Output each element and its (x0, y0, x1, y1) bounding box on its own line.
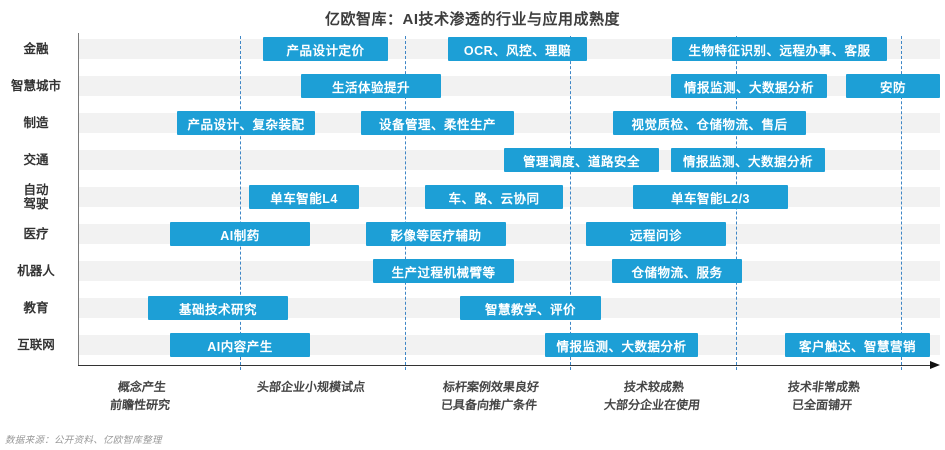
stage-label: 头部企业小规模试点 (256, 380, 366, 394)
maturity-box: 管理调度、道路安全 (504, 148, 659, 172)
maturity-box: 单车智能L2/3 (633, 185, 788, 209)
maturity-box: OCR、风控、理赔 (448, 37, 587, 61)
row-label-制造: 制造 (23, 115, 49, 130)
maturity-box: 情报监测、大数据分析 (671, 148, 825, 172)
maturity-box: 客户触达、智慧营销 (785, 333, 930, 357)
maturity-box: 生产过程机械臂等 (373, 259, 514, 283)
row-label-自动驾驶: 自动驾驶 (23, 182, 49, 211)
maturity-box: 远程问诊 (586, 222, 726, 246)
row-label-互联网: 互联网 (17, 337, 55, 352)
stage-label: 概念产生前瞻性研究 (109, 380, 171, 412)
maturity-box: 产品设计、复杂装配 (177, 111, 315, 135)
x-axis-line (78, 365, 932, 366)
row-label-金融: 金融 (23, 41, 49, 56)
maturity-box: 单车智能L4 (249, 185, 359, 209)
stage-divider-dashed-line (239, 36, 241, 370)
maturity-box: 影像等医疗辅助 (366, 222, 506, 246)
maturity-box: 生物特征识别、远程办事、客服 (672, 37, 887, 61)
y-axis-line (78, 33, 79, 366)
maturity-box: 车、路、云协同 (425, 185, 563, 209)
maturity-box: 智慧教学、评价 (460, 296, 601, 320)
maturity-box: 仓储物流、服务 (612, 259, 742, 283)
maturity-box: 情报监测、大数据分析 (671, 74, 827, 98)
maturity-box: 产品设计定价 (263, 37, 388, 61)
maturity-box: 基础技术研究 (148, 296, 288, 320)
row-label-交通: 交通 (23, 152, 49, 167)
maturity-box: AI内容产生 (170, 333, 310, 357)
stage-label: 标杆案例效果良好已具备向推广条件 (440, 380, 540, 412)
maturity-box: 生活体验提升 (301, 74, 441, 98)
stage-divider-dashed-line (569, 36, 571, 370)
maturity-box: 设备管理、柔性生产 (361, 111, 514, 135)
maturity-box: 情报监测、大数据分析 (545, 333, 698, 357)
chart-title: 亿欧智库：AI技术渗透的行业与应用成熟度 (324, 11, 620, 28)
source-note: 数据来源：公开资料、亿欧智库整理 (5, 435, 162, 446)
row-label-机器人: 机器人 (17, 263, 55, 278)
stage-divider-dashed-line (404, 36, 406, 370)
maturity-box: 视觉质检、仓储物流、售后 (613, 111, 806, 135)
row-label-智慧城市: 智慧城市 (10, 78, 61, 93)
row-label-教育: 教育 (23, 300, 49, 315)
maturity-box: AI制药 (170, 222, 310, 246)
stage-label: 技术非常成熟已全面铺开 (787, 380, 861, 412)
stage-divider-dashed-line (900, 36, 902, 370)
x-axis-arrow-icon (930, 361, 940, 369)
maturity-box: 安防 (846, 74, 940, 98)
row-label-医疗: 医疗 (23, 226, 49, 241)
stage-label: 技术较成熟大部分企业在使用 (603, 380, 701, 412)
